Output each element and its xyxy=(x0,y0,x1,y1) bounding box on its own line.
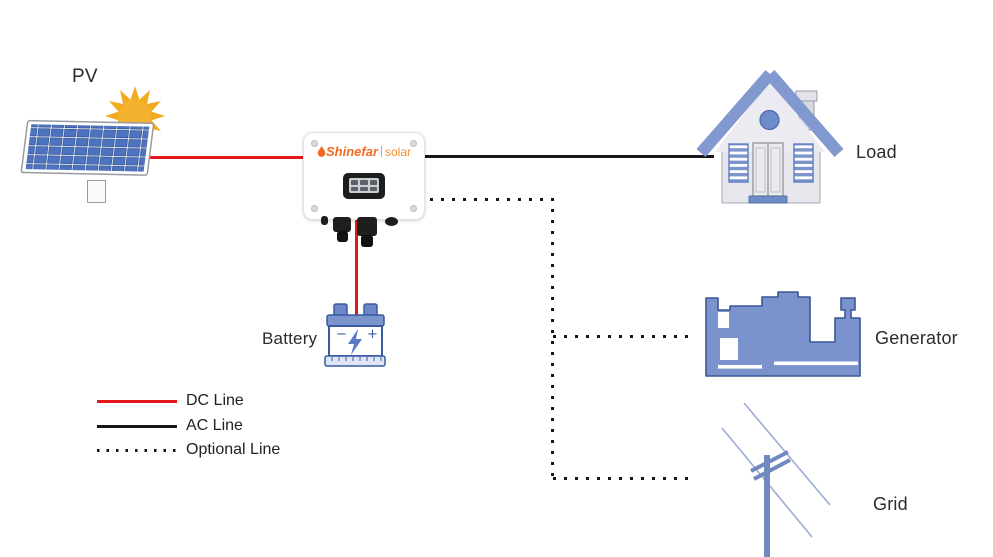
mc4-connector-nut xyxy=(337,231,348,242)
optional-line-inverter-horizontal xyxy=(430,198,553,201)
grid-pole-icon xyxy=(721,402,831,557)
screw-icon xyxy=(410,140,417,147)
door-icon xyxy=(752,142,784,197)
display-icon xyxy=(351,180,359,185)
antenna-connector-icon xyxy=(321,216,328,225)
brand-name: Shinefar xyxy=(325,144,378,159)
legend-optional-swatch xyxy=(97,449,182,452)
optional-line-to-grid xyxy=(553,477,690,480)
generator-icon xyxy=(705,291,861,377)
battery-label: Battery xyxy=(262,329,318,348)
inverter-logo: Shinefar solar xyxy=(304,143,424,161)
optional-line-vertical-trunk xyxy=(551,198,554,481)
crossarms xyxy=(750,450,791,481)
inverter-screen xyxy=(343,173,385,199)
inverter: Shinefar solar xyxy=(303,132,425,220)
generator-vents xyxy=(718,312,858,369)
pv-panel-icon xyxy=(20,119,160,182)
logo-divider xyxy=(381,146,382,157)
battery-plus: + xyxy=(367,327,378,342)
shuttered-window-icon xyxy=(793,143,814,183)
grid-label: Grid xyxy=(873,494,908,514)
door-threshold xyxy=(748,195,788,204)
legend-optional-label: Optional Line xyxy=(186,441,281,458)
lightning-bolt-icon xyxy=(348,329,362,355)
display-icon xyxy=(351,186,359,191)
shuttered-window-icon xyxy=(728,143,749,183)
house-icon xyxy=(696,70,844,204)
screw-icon xyxy=(410,205,417,212)
cable-gland-icon xyxy=(385,217,398,226)
mc4-connector-icon xyxy=(357,217,377,236)
battery-base-ticks xyxy=(331,357,382,361)
panel-cells xyxy=(25,124,150,172)
battery-base xyxy=(324,355,386,367)
screw-icon xyxy=(311,140,318,147)
display-icon xyxy=(369,186,377,191)
generator-body xyxy=(705,291,861,377)
display-icon xyxy=(369,180,377,185)
legend-dc-label: DC Line xyxy=(186,392,244,409)
mc4-connector-icon xyxy=(333,217,351,232)
ac-line-inverter-to-load xyxy=(421,155,714,158)
legend-ac-label: AC Line xyxy=(186,417,243,434)
display-icon xyxy=(360,186,368,191)
power-wires xyxy=(721,402,831,538)
optional-line-to-generator xyxy=(553,335,691,338)
mc4-connector-nut xyxy=(361,235,373,247)
generator-label: Generator xyxy=(875,328,958,348)
round-window-icon xyxy=(759,109,780,131)
battery-icon: − + xyxy=(324,303,386,367)
brand-product: solar xyxy=(385,145,412,159)
pv-panel-stand xyxy=(87,180,106,203)
pv-label: PV xyxy=(72,66,98,87)
display-icon xyxy=(360,180,368,185)
inverter-display xyxy=(349,178,379,193)
pv-panel-svg xyxy=(20,119,155,176)
battery-top xyxy=(326,314,385,327)
screw-icon xyxy=(311,205,318,212)
dc-line-pv-to-inverter xyxy=(145,156,305,159)
roof xyxy=(696,70,844,157)
load-label: Load xyxy=(856,142,897,162)
legend-dc-swatch xyxy=(97,400,177,403)
battery-minus: − xyxy=(336,327,347,342)
dc-line-inverter-to-battery xyxy=(355,216,358,317)
flame-icon xyxy=(317,146,326,157)
legend-ac-swatch xyxy=(97,425,177,428)
